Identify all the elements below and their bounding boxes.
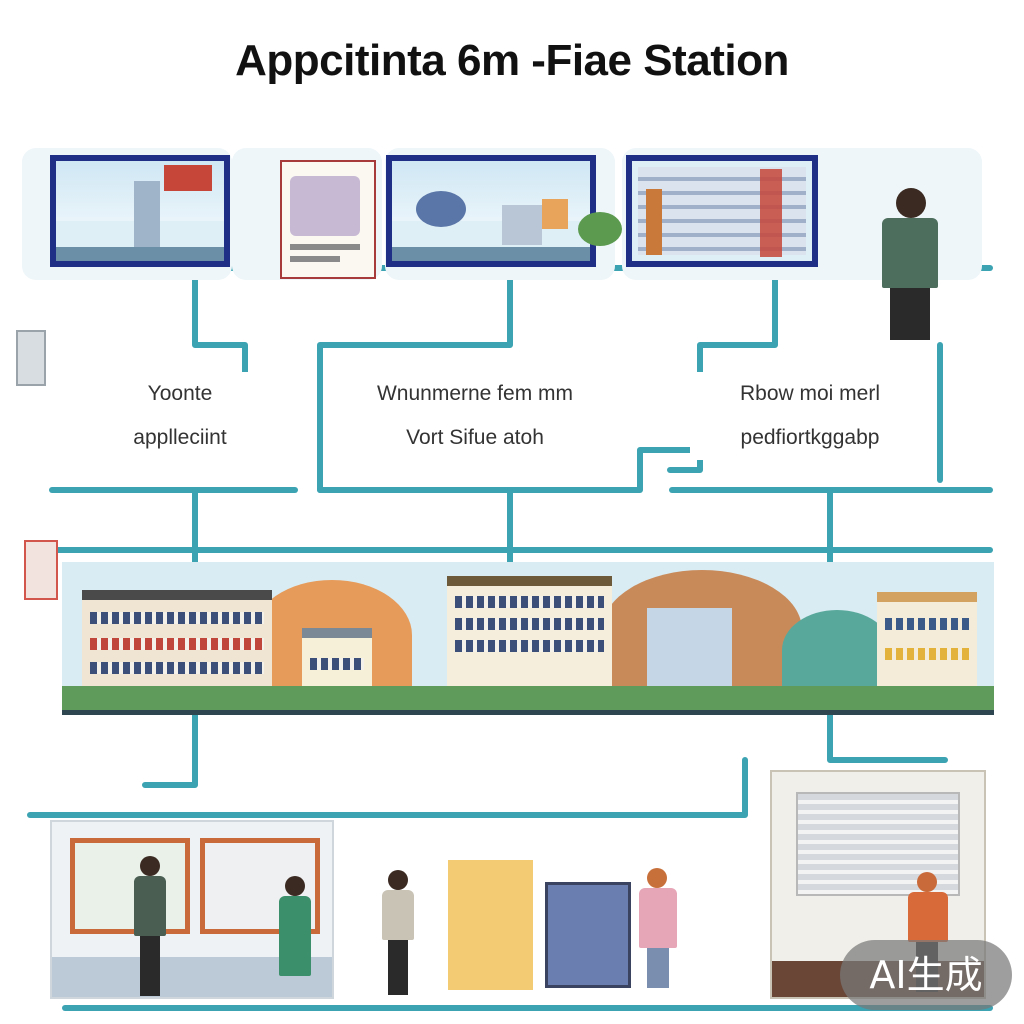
connector-low-left	[145, 710, 195, 785]
person-3	[380, 870, 416, 995]
service-counter-scene	[50, 820, 334, 999]
middle-label-line-1: Wnunmerne fem mm	[340, 372, 610, 416]
monitor-icon	[16, 330, 46, 386]
document-panel	[280, 160, 376, 279]
building-5	[877, 592, 977, 688]
right-label-line-2: pedfiortkggabp	[690, 416, 930, 460]
connector-left	[195, 268, 245, 380]
person-staff	[130, 856, 170, 996]
screen-3	[386, 155, 596, 267]
right-label-line-1: Rbow moi merl	[690, 372, 930, 416]
bottom-flow-line	[30, 760, 745, 815]
building-4	[647, 608, 732, 688]
building-strip	[62, 562, 994, 715]
person-icon	[860, 160, 950, 340]
person-customer	[277, 876, 313, 996]
hospital-bed	[545, 882, 631, 988]
person-4	[635, 868, 681, 988]
left-label-line-1: Yoonte	[80, 372, 280, 416]
screen-4	[626, 155, 818, 267]
middle-label-line-2: Vort Sifue atoh	[340, 416, 610, 460]
building-2	[302, 628, 372, 688]
right-flow-label: Rbow moi merl pedfiortkggabp	[690, 372, 930, 460]
building-icon	[82, 590, 272, 688]
middle-flow-label: Wnunmerne fem mm Vort Sifue atoh	[340, 372, 610, 460]
building-3	[447, 576, 612, 688]
flower-display	[448, 860, 533, 990]
left-label-line-2: applleciint	[80, 416, 280, 460]
ai-generated-badge: AI生成	[840, 940, 1012, 1010]
tag-icon	[24, 540, 58, 600]
screen-1	[50, 155, 230, 267]
plant-icon	[578, 212, 622, 246]
left-flow-label: Yoonte applleciint	[80, 372, 280, 460]
connector-low-right	[830, 710, 945, 760]
